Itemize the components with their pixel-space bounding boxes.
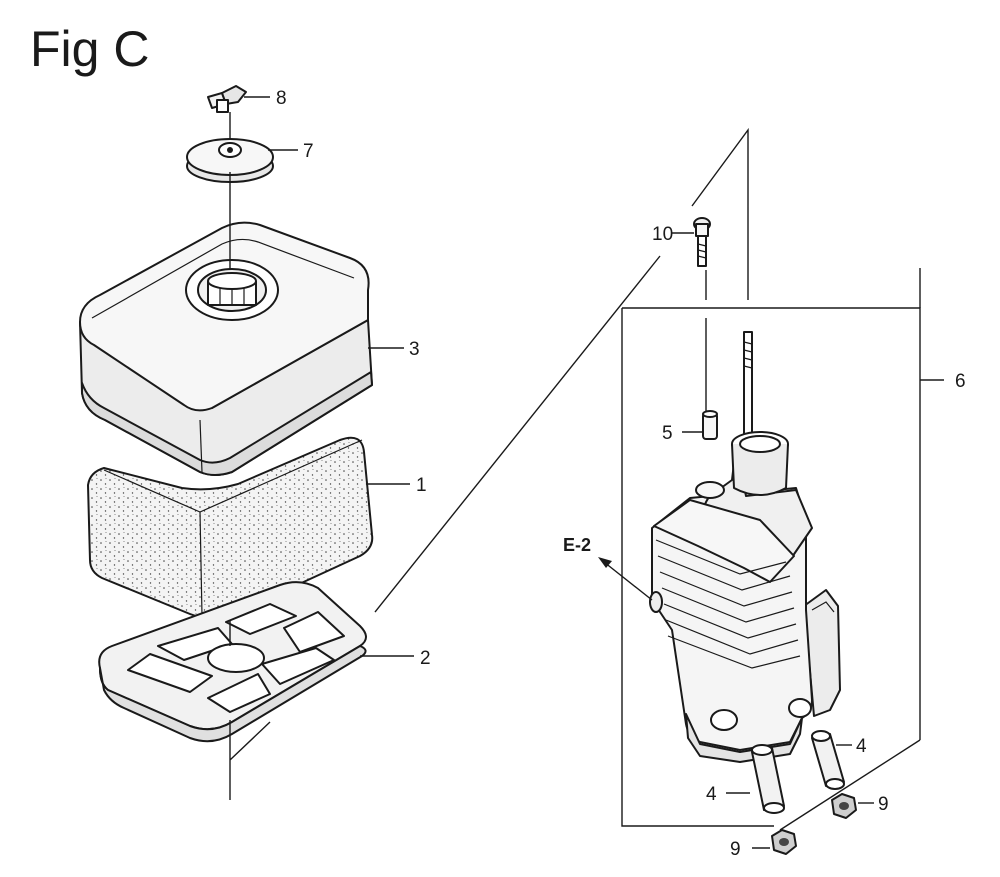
callout-9-right: 9	[878, 794, 889, 815]
callout-5: 5	[662, 423, 673, 444]
part-6-air-cleaner-case	[649, 331, 841, 763]
link-line-top	[691, 127, 749, 300]
part-4-dowel-lower-left	[751, 744, 785, 814]
callout-4-right: 4	[856, 736, 867, 757]
callout-2: 2	[420, 648, 431, 669]
part-4-dowel-lower-right	[811, 730, 845, 790]
part-3-air-cleaner-cover	[79, 221, 373, 476]
callout-7: 7	[303, 141, 314, 162]
part-2-base-grid	[98, 581, 367, 743]
figure-title: Fig C	[30, 21, 149, 77]
part-10-bolt	[693, 217, 711, 267]
reference-e2-label: E-2	[563, 535, 591, 555]
link-line-lower	[779, 739, 921, 831]
bracket-6-frame-left	[621, 307, 774, 827]
link-line-diagonal	[374, 255, 661, 613]
part-8-wing-nut	[207, 85, 247, 113]
part-7-cover-disc	[186, 138, 274, 183]
part-9-nut-right	[831, 793, 857, 819]
part-9-nut-bottom	[771, 829, 797, 855]
reference-e2-leader	[603, 561, 653, 601]
callout-3: 3	[409, 339, 420, 360]
callout-8: 8	[276, 88, 287, 109]
part-5-dowel	[702, 410, 718, 440]
callout-6: 6	[955, 371, 966, 392]
part-1-foam-element	[87, 436, 374, 619]
left-base-leader	[229, 720, 271, 800]
callout-1: 1	[416, 475, 427, 496]
callout-4-left: 4	[706, 784, 717, 805]
reference-e2-arrowhead	[598, 557, 612, 568]
callout-9-bottom: 9	[730, 839, 741, 860]
callout-10: 10	[652, 224, 673, 245]
